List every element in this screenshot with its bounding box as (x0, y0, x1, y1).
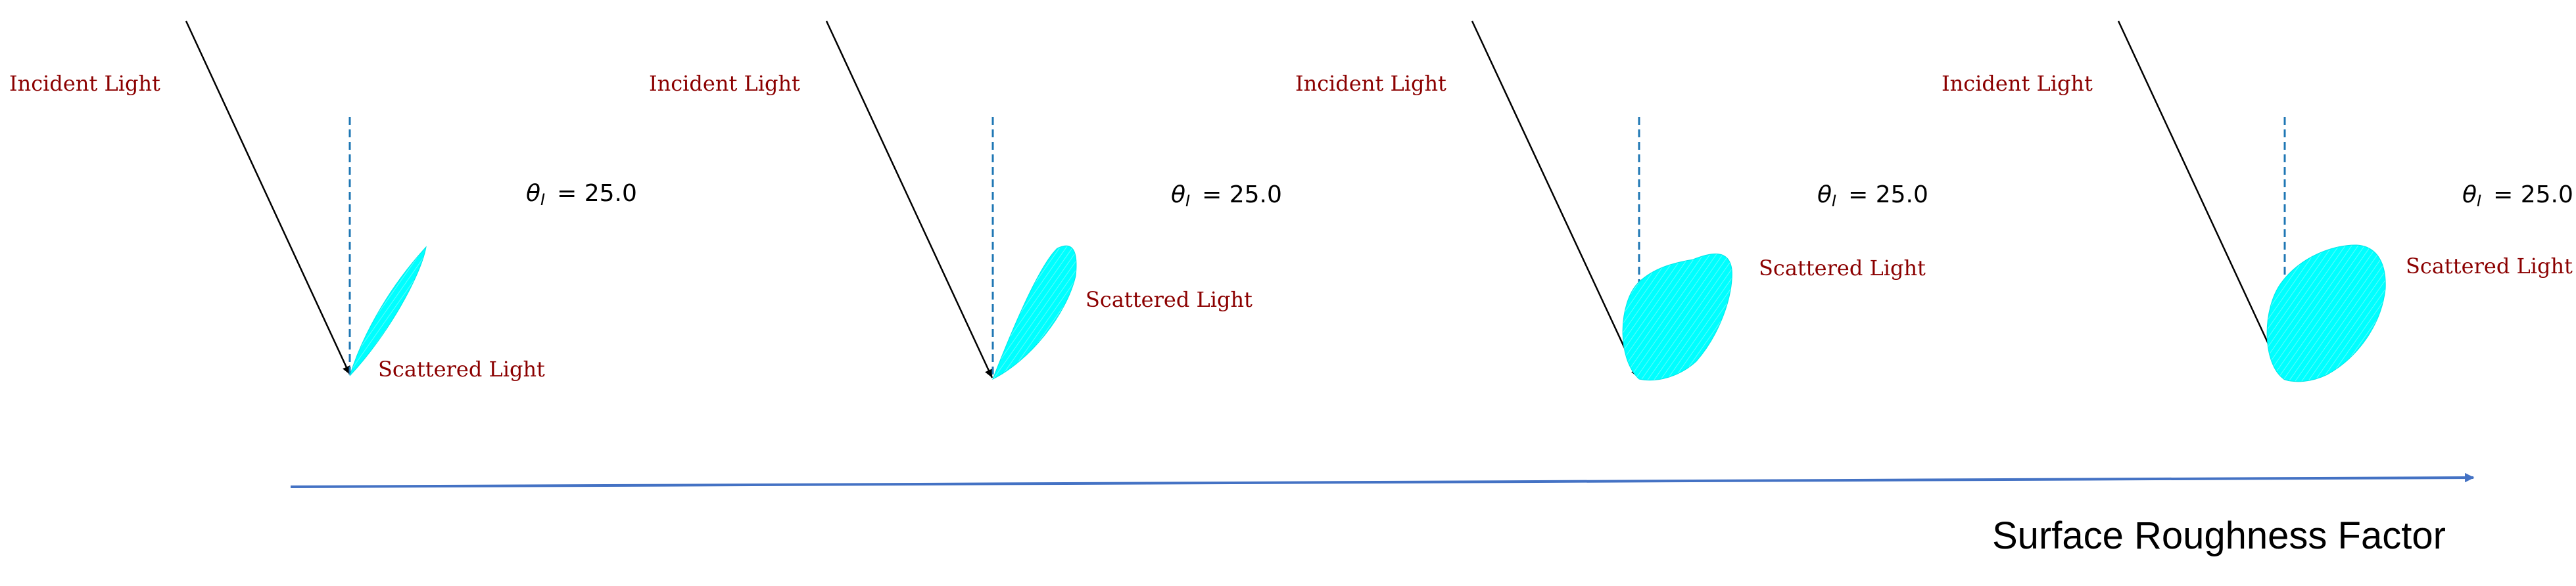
incidence-angle-label: θI = 25.0 (1817, 181, 1928, 210)
panel-2: Incident Light Scattered Light θI = 25.0 (649, 20, 1282, 380)
incident-ray (1471, 20, 1640, 378)
roughness-axis-arrow (290, 472, 2475, 488)
theta-subscript: I (540, 191, 545, 209)
theta-value: = 25.0 (1202, 181, 1282, 208)
theta-subscript: I (1185, 192, 1190, 210)
roughness-axis-title: Surface Roughness Factor (1992, 514, 2446, 557)
theta-subscript: I (1832, 192, 1836, 210)
incident-ray (2117, 20, 2285, 378)
theta-value: = 25.0 (2493, 181, 2573, 208)
incidence-angle-label: θI = 25.0 (1171, 181, 1282, 210)
theta-symbol: θ (2462, 181, 2477, 208)
incident-light-label: Incident Light (1295, 71, 1446, 96)
theta-value: = 25.0 (1848, 181, 1928, 208)
theta-value: = 25.0 (557, 180, 637, 207)
scattered-light-label: Scattered Light (1085, 287, 1252, 312)
incident-light-label: Incident Light (1942, 71, 2093, 96)
theta-symbol: θ (1171, 181, 1185, 208)
scattered-light-label: Scattered Light (2406, 254, 2573, 279)
incident-light-label: Incident Light (9, 71, 160, 96)
panel-3: Incident Light Scattered Light θI = 25.0 (1295, 20, 1928, 381)
theta-symbol: θ (526, 180, 540, 207)
theta-symbol: θ (1817, 181, 1832, 208)
incident-ray (185, 20, 351, 375)
scattered-lobe (349, 246, 427, 376)
scattered-lobe (1622, 253, 1732, 381)
scattered-lobe (2266, 244, 2386, 382)
scattered-light-label: Scattered Light (378, 357, 545, 382)
roughness-axis: Surface Roughness Factor (290, 472, 2475, 557)
panel-1: Incident Light Scattered Light θI = 25.0 (9, 20, 637, 382)
panel-4: Incident Light Scattered Light θI = 25.0 (1942, 20, 2573, 382)
incident-light-label: Incident Light (649, 71, 800, 96)
scattered-light-label: Scattered Light (1759, 256, 1926, 281)
incident-ray (825, 20, 993, 378)
theta-subscript: I (2477, 192, 2481, 210)
incidence-angle-label: θI = 25.0 (526, 180, 637, 209)
scattered-lobe (992, 245, 1077, 380)
incidence-angle-label: θI = 25.0 (2462, 181, 2573, 210)
